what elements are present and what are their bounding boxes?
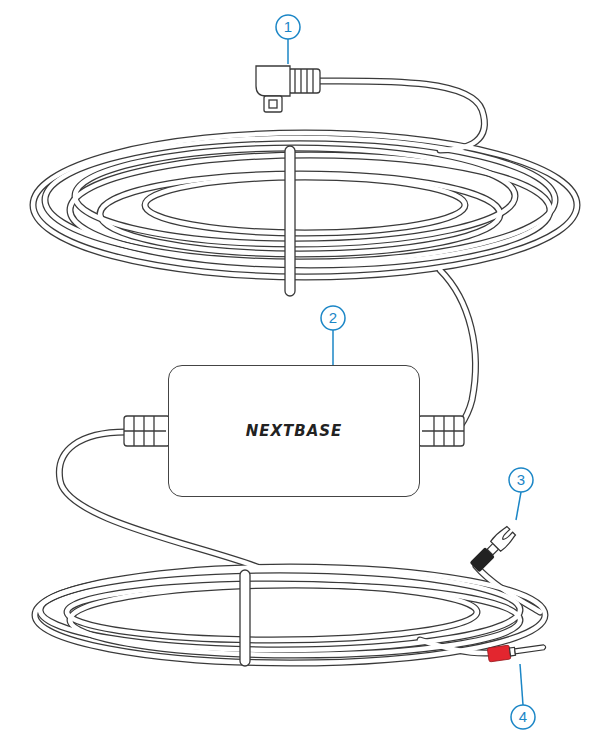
callout-circle (511, 705, 535, 729)
cable-fill (33, 81, 577, 663)
strain-relief (288, 69, 320, 93)
strain-relief (418, 416, 464, 446)
leader-line (516, 492, 521, 520)
ridge (300, 69, 301, 93)
cable-loop (145, 177, 465, 233)
leader-line (287, 39, 289, 64)
cable-tie (285, 146, 295, 296)
cable (476, 566, 540, 612)
callout-circle (276, 15, 300, 39)
cable-loop (70, 585, 520, 655)
callout-number: 2 (321, 306, 345, 330)
leader-line (332, 330, 334, 367)
ridge (422, 430, 464, 431)
plug-body (256, 66, 290, 96)
cable-loop (33, 133, 577, 277)
cable-loop (145, 177, 465, 233)
fork (490, 525, 516, 551)
cable (440, 270, 475, 432)
cable (318, 81, 484, 150)
plug-contact (269, 100, 277, 108)
cable (420, 640, 489, 653)
cable (440, 270, 475, 432)
red-crimp (487, 645, 511, 662)
junction-box: NEXTBASE (168, 365, 420, 497)
cable-loop (67, 584, 477, 640)
cable-loop (33, 133, 577, 277)
callout-circle (321, 306, 345, 330)
cable-loop (35, 567, 545, 663)
ridge (306, 69, 307, 93)
cable-loop (70, 585, 520, 655)
callout-circle (509, 468, 533, 492)
cable-loop (40, 570, 520, 650)
cable-tie (240, 570, 250, 666)
cable-loop (35, 567, 545, 663)
ridge (294, 69, 295, 93)
cable-outline (33, 81, 577, 663)
pin-terminal (487, 640, 546, 662)
brand-logo: NEXTBASE (246, 422, 343, 440)
callout-number: 3 (509, 468, 533, 492)
pin (515, 645, 546, 654)
strain-relief (124, 416, 170, 446)
cable-loop (40, 570, 520, 650)
callout-number: 4 (511, 705, 535, 729)
callout-number: 1 (276, 15, 300, 39)
ridge (312, 69, 313, 93)
cable-loop (100, 174, 500, 254)
leader-line (520, 664, 523, 705)
fork-terminal (469, 525, 517, 573)
ridge (124, 430, 166, 431)
plug-connector (256, 66, 320, 112)
plug-tip (264, 96, 282, 112)
cable-loop (67, 584, 477, 640)
